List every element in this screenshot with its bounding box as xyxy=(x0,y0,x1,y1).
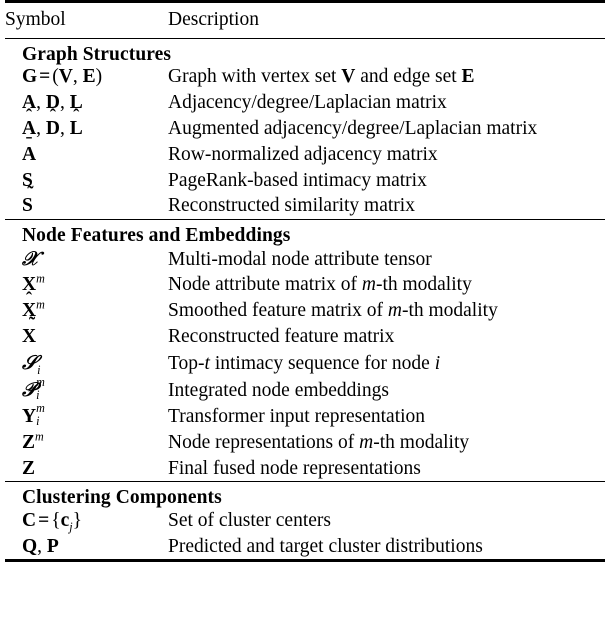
symbol-cell-X-tilde: X̃ xyxy=(5,324,168,350)
tilde-accent-icon: S̃ xyxy=(22,195,33,217)
table-row: Zm Node representations of m-th modality xyxy=(5,430,605,456)
hat-accent-icon: X̂ xyxy=(22,300,37,322)
section-header-node-features: Node Features and Embeddings xyxy=(5,220,605,247)
desc-text-part: Smoothed feature matrix of xyxy=(168,300,388,322)
description-cell-C: Set of cluster centers xyxy=(168,509,331,531)
hat-accent-icon: L̂ xyxy=(69,117,83,139)
description-cell-X-m: Node attribute matrix of m-th modality xyxy=(168,274,472,296)
hat-accent-icon: Â xyxy=(22,117,37,139)
table-row: Ā Row-normalized adjacency matrix xyxy=(5,141,605,167)
symbol-cell-X-hat-m: X̂m xyxy=(22,297,45,322)
bar-accent-icon: Ā xyxy=(22,143,37,165)
column-header-symbol: Symbol xyxy=(5,9,66,30)
desc-text-part: -th modality xyxy=(375,274,472,296)
section-title: Graph Structures xyxy=(22,43,172,65)
table-row: X̂m Smoothed feature matrix of m-th moda… xyxy=(5,298,605,324)
desc-text-part: Top- xyxy=(168,353,205,375)
section-title: Clustering Components xyxy=(22,487,222,509)
description-cell-A-bar: Row-normalized adjacency matrix xyxy=(168,143,438,165)
description-cell-Z-m: Node representations of m-th modality xyxy=(168,431,470,453)
table-row: X̃ Reconstructed feature matrix xyxy=(5,324,605,350)
symbol-cell-ADL: A, D, L xyxy=(22,91,83,113)
symbol-cell-S: S xyxy=(22,169,33,191)
tilde-accent-icon: X̃ xyxy=(22,326,37,348)
symbol-cell-Z-m: Zm xyxy=(22,429,44,453)
table-row: S PageRank-based intimacy matrix xyxy=(5,167,605,193)
section-title: Node Features and Embeddings xyxy=(22,225,291,247)
section-header-clustering-components: Clustering Components xyxy=(5,482,605,509)
desc-text-part: Node representations of xyxy=(168,431,360,453)
header-separator-rule xyxy=(5,37,605,39)
description-cell-Z: Final fused node representations xyxy=(168,457,421,479)
table-row: Q, P Predicted and target cluster distri… xyxy=(5,533,605,560)
description-cell-ADL: Adjacency/degree/Laplacian matrix xyxy=(168,91,447,113)
description-cell-QP: Predicted and target cluster distributio… xyxy=(168,535,483,557)
symbol-cell-S-tilde: S̃ xyxy=(5,193,168,219)
table-row: A, D, L Adjacency/degree/Laplacian matri… xyxy=(5,90,605,116)
description-cell-X-tilde: Reconstructed feature matrix xyxy=(168,326,395,348)
table-row: C={cj} Set of cluster centers xyxy=(5,509,605,534)
desc-text-part: -th modality xyxy=(401,300,498,322)
symbol-cell-cal-S-i: 𝒮i xyxy=(22,351,41,377)
description-cell-S-tilde: Reconstructed similarity matrix xyxy=(168,195,415,217)
table-top-rule xyxy=(5,0,605,4)
symbol-cell-ADL-hat: Â, D̂, L̂ xyxy=(22,117,83,139)
table-row: G=(V, E) Graph with vertex set V and edg… xyxy=(5,65,605,90)
table-bottom-rule xyxy=(5,559,605,564)
notation-table: Symbol Description Graph Structures G=(V… xyxy=(5,0,605,564)
description-cell-G: Graph with vertex set V and edge set E xyxy=(168,66,475,87)
description-cell-Y-i-m: Transformer input representation xyxy=(168,405,426,427)
symbol-cell-A-bar: Ā xyxy=(5,141,168,167)
section-separator-rule xyxy=(5,481,605,483)
section-separator-rule xyxy=(5,219,605,221)
table-row: Z Final fused node representations xyxy=(5,455,605,481)
desc-text-part: intimacy sequence for node xyxy=(209,353,435,375)
table-row: S̃ Reconstructed similarity matrix xyxy=(5,193,605,219)
desc-text-part: Node attribute matrix of xyxy=(168,274,362,296)
table-row: 𝒮i Top-t intimacy sequence for node i xyxy=(5,350,605,377)
description-cell-cal-X: Multi-modal node attribute tensor xyxy=(168,248,432,270)
symbol-cell-X-m: Xm xyxy=(22,271,45,296)
symbol-cell-G: G=(V, E) xyxy=(22,66,103,87)
desc-text-part: and edge set xyxy=(355,66,462,87)
table-row: Xm Node attribute matrix of m-th modalit… xyxy=(5,272,605,298)
symbol-cell-QP: Q, P xyxy=(22,535,59,557)
column-header-description: Description xyxy=(168,9,259,30)
desc-text-part: -th modality xyxy=(373,431,470,453)
section-header-graph-structures: Graph Structures xyxy=(5,39,605,66)
hat-accent-icon: D̂ xyxy=(45,117,60,139)
description-cell-X-hat-m: Smoothed feature matrix of m-th modality xyxy=(168,300,498,322)
description-cell-cal-S-i: Top-t intimacy sequence for node i xyxy=(168,353,441,375)
desc-text-part: Graph with vertex set xyxy=(168,66,342,87)
description-cell-ADL-hat: Augmented adjacency/degree/Laplacian mat… xyxy=(168,117,538,139)
symbol-cell-C: C={cj} xyxy=(22,509,82,534)
description-cell-cal-Y-i-m: Integrated node embeddings xyxy=(168,379,389,401)
table-row: 𝒳 Multi-modal node attribute tensor xyxy=(5,247,605,273)
symbol-cell-cal-X: 𝒳 xyxy=(22,246,39,270)
symbol-cell-Z: Z xyxy=(22,457,36,479)
table-row: Â, D̂, L̂ Augmented adjacency/degree/La… xyxy=(5,116,605,142)
table-header-row: Symbol Description xyxy=(5,3,605,38)
description-cell-S: PageRank-based intimacy matrix xyxy=(168,169,427,191)
